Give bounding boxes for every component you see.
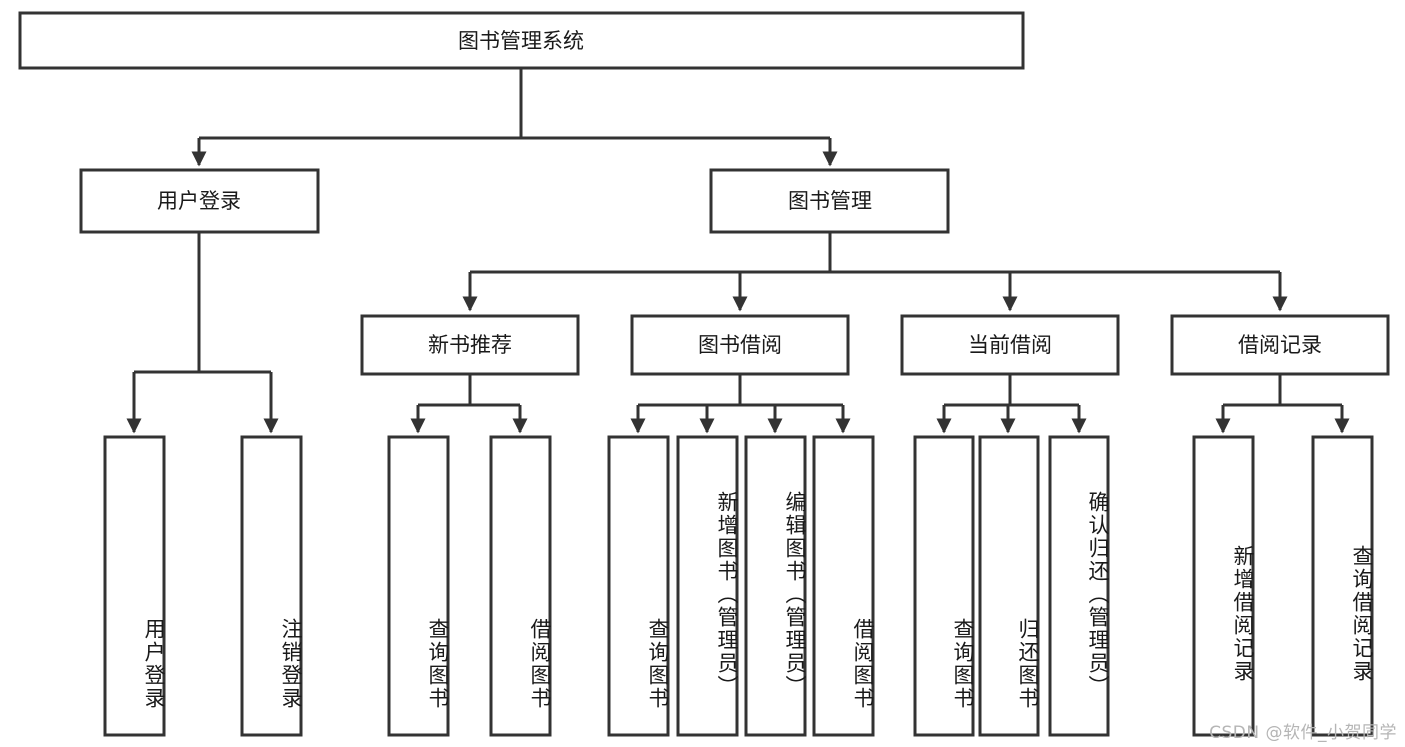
connector-borrow-record-to-leaves bbox=[1215, 375, 1350, 434]
connector-book-borrow-to-leaves bbox=[630, 375, 851, 434]
connector-root-to-level2 bbox=[191, 68, 838, 167]
leaf-box-user-login-0[interactable] bbox=[103, 435, 166, 737]
csdn-watermark: CSDN @软件_小贺同学 bbox=[1209, 723, 1397, 743]
connector-book-manage-to-categories bbox=[462, 232, 1288, 312]
connector-current-borrow-to-leaves bbox=[936, 375, 1087, 434]
leaf-box-borrow-record-1[interactable] bbox=[1311, 435, 1374, 737]
node-new-book-recommend-label: 新书推荐 bbox=[428, 333, 512, 357]
connector-user-login-to-leaves bbox=[126, 232, 279, 434]
leaf-box-borrow-record-0[interactable] bbox=[1192, 435, 1255, 737]
node-user-login[interactable]: 用户登录 bbox=[79, 168, 320, 234]
leaf-box-user-login-1[interactable] bbox=[240, 435, 303, 737]
node-new-book-recommend[interactable]: 新书推荐 bbox=[360, 314, 580, 376]
node-borrow-record-label: 借阅记录 bbox=[1238, 333, 1322, 357]
node-borrow-record[interactable]: 借阅记录 bbox=[1170, 314, 1390, 376]
node-current-borrow[interactable]: 当前借阅 bbox=[900, 314, 1120, 376]
leaf-box-new-book-0[interactable] bbox=[387, 435, 450, 737]
leaf-box-current-borrow-1[interactable] bbox=[978, 435, 1040, 737]
node-book-manage-label: 图书管理 bbox=[788, 189, 872, 213]
node-root-system[interactable]: 图书管理系统 bbox=[18, 11, 1025, 70]
node-book-borrow-label: 图书借阅 bbox=[698, 333, 782, 357]
leaf-box-book-borrow-3[interactable] bbox=[812, 435, 875, 737]
leaf-box-book-borrow-1[interactable] bbox=[676, 435, 739, 737]
leaf-box-current-borrow-2[interactable] bbox=[1048, 435, 1110, 737]
node-user-login-label: 用户登录 bbox=[157, 189, 241, 213]
leaf-box-book-borrow-0[interactable] bbox=[607, 435, 670, 737]
leaf-box-new-book-1[interactable] bbox=[489, 435, 552, 737]
leaf-box-current-borrow-0[interactable] bbox=[913, 435, 975, 737]
node-current-borrow-label: 当前借阅 bbox=[968, 333, 1052, 357]
node-root-label: 图书管理系统 bbox=[458, 29, 584, 53]
node-book-borrow[interactable]: 图书借阅 bbox=[630, 314, 850, 376]
leaf-box-book-borrow-2[interactable] bbox=[744, 435, 807, 737]
connector-new-book-to-leaves bbox=[410, 375, 528, 434]
node-book-manage[interactable]: 图书管理 bbox=[709, 168, 950, 234]
